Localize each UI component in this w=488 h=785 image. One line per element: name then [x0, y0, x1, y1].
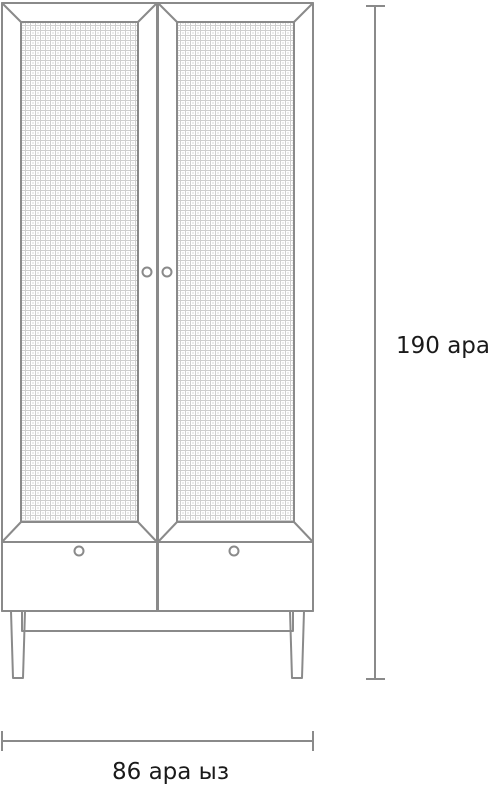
width-dimension-line: [1, 731, 314, 751]
left-cane-panel: [20, 21, 139, 523]
right-door-knob: [161, 266, 173, 278]
height-label: 190 ара: [396, 333, 488, 359]
right-door: [157, 2, 314, 543]
right-cane-panel: [176, 21, 295, 523]
right-drawer-knob: [228, 545, 240, 557]
right-leg: [289, 610, 305, 679]
base-apron: [21, 610, 294, 632]
left-door-knob: [141, 266, 153, 278]
right-drawer: [157, 541, 314, 612]
width-label: 86 ара ыз: [112, 759, 230, 785]
left-door: [1, 2, 158, 543]
left-leg: [10, 610, 26, 679]
left-drawer: [1, 541, 158, 612]
height-dimension-line: [366, 5, 385, 680]
left-drawer-knob: [73, 545, 85, 557]
